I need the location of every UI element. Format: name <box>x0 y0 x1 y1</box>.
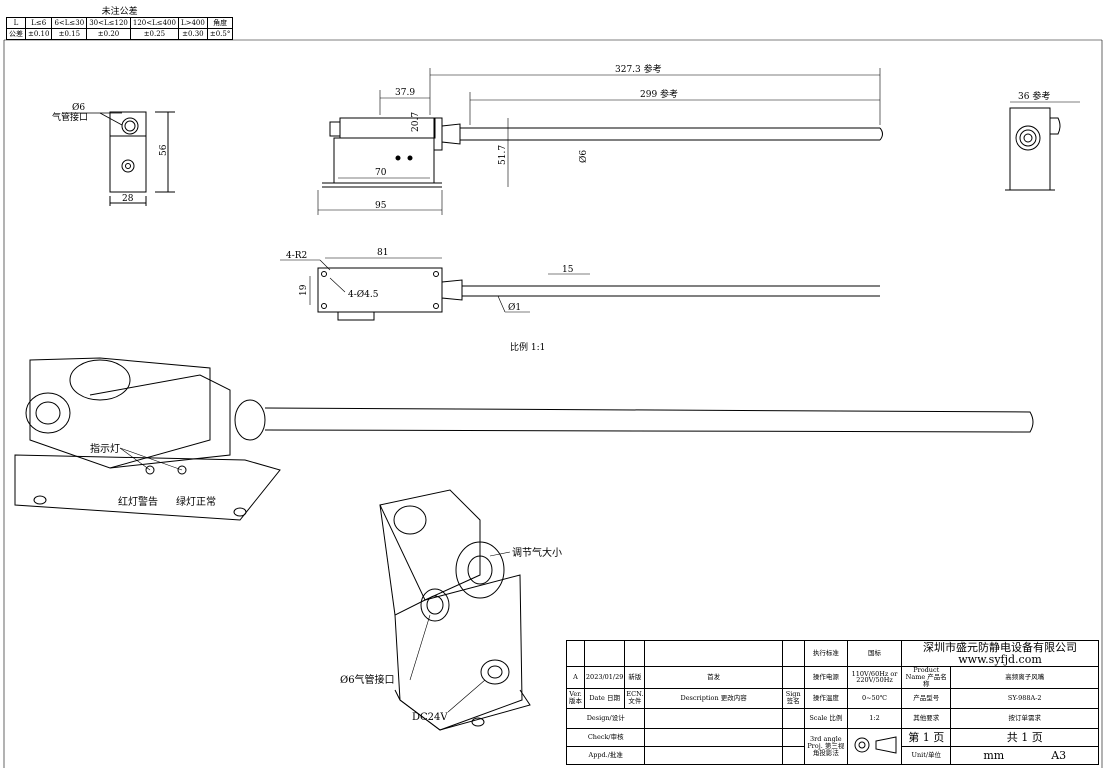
unit-cell: mm A3 <box>950 745 1099 766</box>
unit-value: mm <box>983 748 1005 762</box>
rev-header-date: Date 日期 <box>583 687 626 709</box>
dim-corner-radius: 4-R2 <box>286 251 307 261</box>
isometric-view-small <box>379 489 531 731</box>
dim-side: 36 参考 <box>1018 90 1050 102</box>
tolerance-value-row: 公差 ±0.10 ±0.15 ±0.20 ±0.25 ±0.30 ±0.5° <box>6 28 234 40</box>
temp-value: 0~50℃ <box>847 687 902 709</box>
rev-ver: A <box>566 666 585 689</box>
dim-rod: 299 参考 <box>640 88 678 100</box>
tolerance-value-cell: ±0.10 <box>24 28 53 40</box>
tolerance-value-cell: ±0.20 <box>86 28 131 40</box>
scale-value: 1:2 <box>847 707 902 729</box>
dim-height-small: 20.7 <box>411 112 421 132</box>
top-view <box>280 257 880 321</box>
dim-hole-dia: 4-Ø4.5 <box>348 289 379 300</box>
appd-label: Appd./批准 <box>565 745 646 766</box>
left-side-view <box>62 111 175 206</box>
dim-base-len: 70 <box>375 168 387 178</box>
right-side-view <box>1005 101 1080 191</box>
power-label: 操作电源 <box>803 666 849 689</box>
model-label: 产品型号 <box>900 687 952 709</box>
tolerance-value-cell: ±0.30 <box>177 28 208 40</box>
scale-label: Scale 比例 <box>803 707 849 729</box>
company-name: 深圳市盛元防静电设备有限公司 <box>923 641 1077 654</box>
rev-header-ecn: ECN. 文件 <box>624 687 646 709</box>
dim-top-height: 19 <box>299 284 309 296</box>
title-block: 执行标准 国标 深圳市盛元防静电设备有限公司 www.syfjd.com A 2… <box>565 639 1099 766</box>
dim-hole-small: Ø1 <box>508 302 521 313</box>
product-name: 高频离子风嘴 <box>950 666 1099 689</box>
dim-hole-pitch: 15 <box>562 265 574 275</box>
scale-note: 比例 1:1 <box>510 341 545 353</box>
tolerance-value-cell: ±0.5° <box>206 28 234 40</box>
dim-left-width: 28 <box>122 194 134 204</box>
page-total: 共 1 页 <box>950 727 1099 747</box>
company-website: www.syfjd.com <box>958 652 1042 666</box>
page-number: 第 1 页 <box>900 727 952 747</box>
rev-header-desc: Description 更改内容 <box>644 687 783 709</box>
isometric-view-large <box>14 357 1034 521</box>
projection-icon <box>854 736 897 755</box>
rev-date: 2023/01/29 <box>583 666 626 689</box>
model-value: SY-988A-2 <box>950 687 1099 709</box>
dim-air-port-dia: Ø6 <box>72 102 85 113</box>
design-label: Design/设计 <box>565 707 646 729</box>
tolerance-table: 未注公差 L L≤6 6<L≤30 30<L≤120 120<L≤400 L>4… <box>6 4 234 40</box>
tolerance-header-row: L L≤6 6<L≤30 30<L≤120 120<L≤400 L>400 角度 <box>6 17 234 29</box>
tolerance-value-cell: ±0.25 <box>129 28 179 40</box>
sheet-size: A3 <box>1051 748 1067 762</box>
rev-header-sign: Sign 签名 <box>781 687 805 709</box>
other-value: 按订单需求 <box>950 707 1099 729</box>
dim-height-total: 51.7 <box>498 145 508 165</box>
dim-overall: 327.3 参考 <box>615 63 662 75</box>
check-label: Check/审核 <box>565 727 646 747</box>
dim-rod-dia: Ø6 <box>578 150 589 163</box>
dim-left-height: 56 <box>159 144 169 156</box>
temp-label: 操作温度 <box>803 687 849 709</box>
callout-air-inlet: Ø6气管接口 <box>340 673 395 686</box>
dim-base-total: 95 <box>375 201 387 211</box>
other-label: 其他要求 <box>900 707 952 729</box>
rev-header-ver: Ver. 版本 <box>566 687 585 709</box>
projection-label: 3rd angle Proj. 第三视角投影法 <box>803 727 849 766</box>
callout-green-light: 绿灯正常 <box>176 495 216 508</box>
callout-adjust: 调节气大小 <box>512 546 562 559</box>
std-value: 国标 <box>847 639 902 668</box>
rev-ecn: 新版 <box>624 666 646 689</box>
rev-desc: 首发 <box>644 666 783 689</box>
callout-power: DC24V <box>412 712 448 723</box>
dim-offset: 37.9 <box>395 88 415 98</box>
unit-label: Unit/单位 <box>900 745 952 766</box>
company-cell: 深圳市盛元防静电设备有限公司 www.syfjd.com <box>901 639 1099 668</box>
dim-air-port-label: 气管接口 <box>52 111 88 123</box>
projection-symbol <box>847 727 902 766</box>
dim-top-len: 81 <box>377 248 388 258</box>
std-label: 执行标准 <box>803 639 849 668</box>
front-view <box>317 68 883 215</box>
tolerance-value-cell: ±0.15 <box>51 28 88 40</box>
callout-indicator: 指示灯 <box>90 442 120 455</box>
power-value: 110V/60Hz or 220V/50Hz <box>847 666 902 689</box>
product-name-label: Product Name 产品名称 <box>900 666 952 689</box>
callout-red-light: 红灯警告 <box>118 495 158 508</box>
